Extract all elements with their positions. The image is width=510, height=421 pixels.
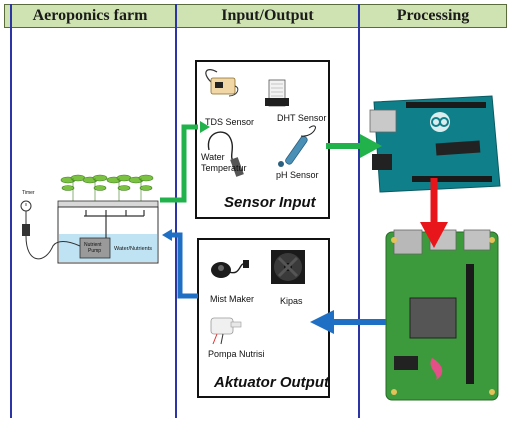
pump-label-line2: Pump [88, 248, 102, 254]
actuator-output-title: Aktuator Output [214, 374, 329, 391]
actuator-images [210, 250, 305, 345]
dht-sensor-label: DHT Sensor [277, 113, 327, 123]
power-cable [25, 211, 81, 260]
header-processing: Processing [359, 4, 507, 28]
tds-sensor-icon [205, 69, 239, 97]
arduino-board [369, 95, 501, 193]
mist-maker-icon [211, 260, 249, 278]
pump-label-line1: Nutrient [84, 242, 102, 248]
column-divider-left [10, 4, 12, 418]
fan-icon [271, 250, 305, 284]
processor-chip [409, 297, 457, 339]
aeroponics-farm-illustration [20, 174, 159, 264]
arrow-farm-to-sensor [160, 124, 198, 203]
nutrient-pump [79, 237, 111, 259]
plant-icon [60, 174, 154, 202]
sensor-images [205, 69, 316, 177]
dht-sensor-icon [265, 79, 289, 107]
ph-sensor-icon [278, 125, 316, 167]
column-divider-middle-right [358, 4, 360, 418]
gpio-header [466, 264, 474, 384]
water-temp-label-line1: Water [201, 152, 225, 162]
water-temperature-sensor-icon [207, 131, 244, 177]
water-temp-label-line2: Temperatur [201, 163, 247, 173]
raspberry-pi-board [385, 229, 499, 401]
timer-label: Timer [22, 190, 35, 196]
mist-maker-label: Mist Maker [210, 294, 255, 304]
arrow-actuator-to-farm [170, 232, 198, 299]
plug-icon [22, 224, 30, 236]
header-aeroponics-farm: Aeroponics farm [4, 4, 176, 28]
spray-pipes [84, 210, 145, 240]
nutrient-pump-icon [210, 317, 242, 345]
power-jack-icon [372, 154, 392, 170]
fan-label: Kipas [280, 296, 303, 306]
solution-label: Water/Nutrients [114, 246, 153, 252]
sensor-input-title: Sensor Input [224, 194, 316, 211]
column-divider-middle-left [175, 4, 177, 418]
tds-sensor-label: TDS Sensor [205, 117, 255, 127]
raspberry-logo [430, 358, 443, 380]
usb-port-icon [369, 109, 397, 133]
ph-sensor-label: pH Sensor [276, 170, 319, 180]
pump-nutrient-label: Pompa Nutrisi [208, 349, 265, 359]
